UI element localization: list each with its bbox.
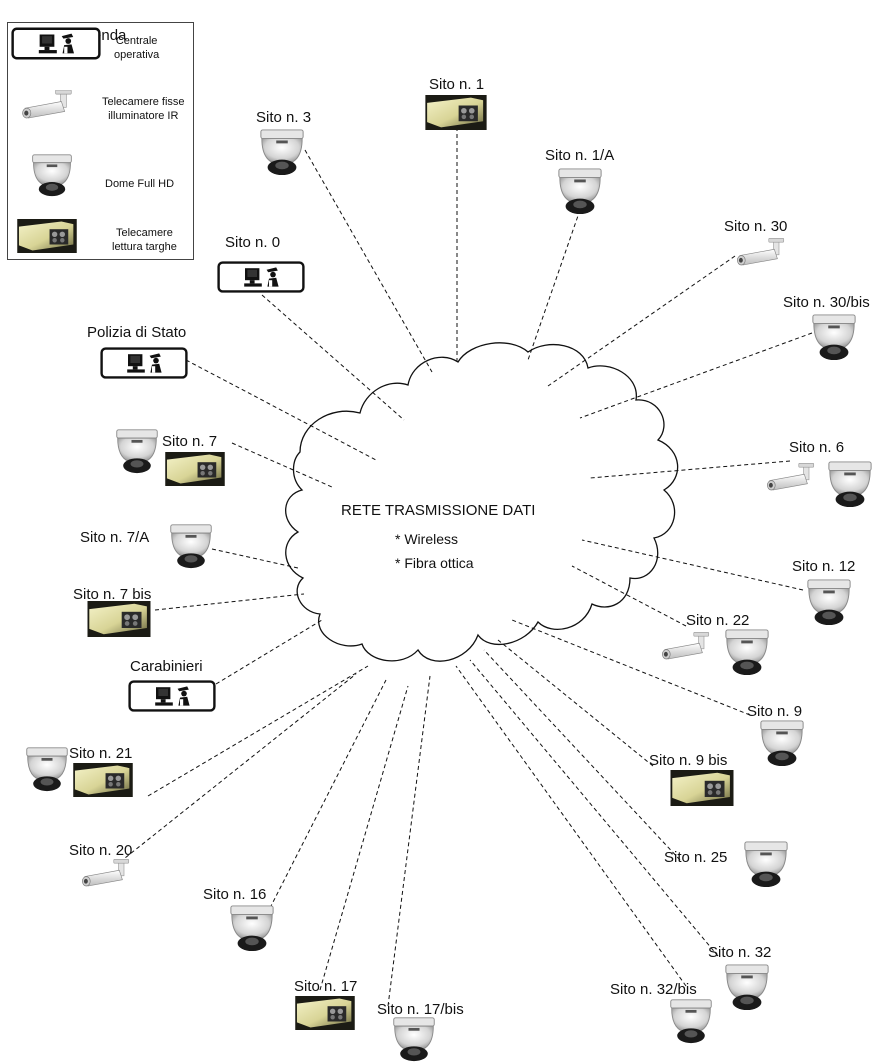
plate-reader-camera-icon — [165, 452, 225, 486]
legend-item-label: Centrale — [115, 35, 158, 47]
dome-camera-icon — [393, 1017, 435, 1062]
site-label-0: Sito n. 0 — [225, 234, 281, 251]
link-line-s30b — [579, 332, 813, 419]
site-label-6: Sito n. 6 — [789, 439, 845, 456]
dome-camera-icon — [725, 964, 769, 1011]
link-line-s17 — [319, 685, 409, 991]
site-label-20: Sito n. 20 — [69, 842, 133, 859]
link-line-s30 — [547, 255, 736, 387]
plate-reader-camera-icon — [670, 770, 734, 806]
legend-box: Legenda Centrale operativa Telecamere fi… — [7, 22, 194, 260]
link-line-s9 — [511, 619, 751, 716]
dome-camera-icon — [558, 168, 602, 215]
site-label-1a: Sito n. 1/A — [545, 147, 615, 164]
link-line-s17b — [387, 675, 431, 1007]
link-line-s1a — [527, 209, 581, 361]
link-line-s25 — [483, 649, 681, 861]
site-label-32bis: Sito n. 32/bis — [610, 981, 697, 998]
link-line-s0 — [261, 294, 405, 421]
link-line-s12 — [581, 539, 804, 591]
link-line-s32 — [469, 659, 719, 957]
link-line-s32b — [455, 665, 687, 987]
site-label-7bis: Sito n. 7 bis — [73, 586, 152, 603]
legend-item-operator: Centrale operativa — [114, 34, 159, 62]
legend-item-ir-camera: Telecamere fisse illuminatore IR — [102, 95, 185, 123]
cloud-bullet-wireless: * Wireless — [395, 531, 459, 547]
link-line-s7 — [231, 442, 333, 488]
link-line-s9b — [497, 639, 654, 767]
plate-reader-camera-icon — [295, 996, 355, 1030]
dome-camera-icon — [812, 314, 856, 361]
site-label-7a: Sito n. 7/A — [80, 529, 150, 546]
link-line-s22 — [571, 565, 687, 627]
ir-fixed-camera-icon — [736, 238, 785, 266]
dome-camera-icon — [170, 524, 212, 569]
link-line-polizia — [185, 359, 377, 461]
plate-reader-camera-icon — [87, 601, 151, 637]
site-label-30: Sito n. 30 — [724, 218, 788, 235]
site-label-32: Sito n. 32 — [708, 944, 772, 961]
cloud-title: RETE TRASMISSIONE DATI — [341, 502, 536, 519]
site-label-21: Sito n. 21 — [69, 745, 133, 762]
dome-camera-icon — [260, 129, 304, 176]
legend-item-label: illuminatore IR — [108, 110, 179, 122]
plate-reader-camera-icon — [425, 95, 487, 130]
dome-camera-icon — [26, 747, 68, 792]
ir-fixed-camera-icon — [661, 632, 710, 660]
link-line-s3 — [304, 149, 433, 373]
ir-fixed-camera-icon — [22, 90, 72, 119]
dome-camera-icon — [744, 841, 788, 888]
site-label-polizia: Polizia di Stato — [87, 324, 187, 341]
dome-camera-icon — [807, 579, 851, 626]
site-label-3: Sito n. 3 — [256, 109, 312, 126]
operator-station-icon — [128, 680, 216, 712]
link-line-s20 — [119, 673, 357, 863]
link-line-s16 — [269, 679, 387, 909]
operator-station-icon — [217, 261, 305, 293]
ir-fixed-camera-icon — [766, 463, 815, 491]
site-label-30bis: Sito n. 30/bis — [783, 294, 870, 311]
legend-item-label: Telecamere fisse — [102, 96, 185, 108]
site-label-1: Sito n. 1 — [429, 76, 485, 93]
link-line-s6 — [589, 460, 791, 479]
dome-camera-icon — [116, 429, 158, 474]
link-line-s21 — [147, 665, 369, 797]
plate-reader-camera-icon — [17, 219, 77, 253]
dome-camera-icon — [230, 905, 274, 952]
legend-item-dome: Dome Full HD — [105, 177, 174, 191]
site-label-22: Sito n. 22 — [686, 612, 750, 629]
dome-camera-icon — [32, 154, 72, 197]
site-label-9: Sito n. 9 — [747, 703, 803, 720]
link-line-s7a — [211, 548, 299, 569]
site-label-25: Sito n. 25 — [664, 849, 728, 866]
legend-item-label: Telecamere — [115, 227, 173, 239]
network-cloud — [285, 342, 679, 662]
operator-station-icon — [100, 347, 188, 379]
site-label-9bis: Sito n. 9 bis — [649, 752, 728, 769]
ir-fixed-camera-icon — [81, 859, 130, 887]
cloud-bullet-fiber: * Fibra ottica — [395, 555, 474, 571]
dome-camera-icon — [760, 720, 804, 767]
dome-camera-icon — [828, 461, 872, 508]
site-label-17bis: Sito n. 17/bis — [377, 1001, 464, 1018]
site-label-12: Sito n. 12 — [792, 558, 856, 575]
site-label-carabinieri: Carabinieri — [130, 658, 203, 675]
link-line-cc — [215, 619, 323, 685]
legend-item-plate-reader: Telecamere lettura targhe — [112, 226, 177, 254]
legend-item-label: Dome Full HD — [105, 178, 175, 190]
dome-camera-icon — [670, 999, 712, 1044]
plate-reader-camera-icon — [73, 763, 133, 797]
legend-item-label: operativa — [114, 49, 160, 61]
operator-station-icon — [11, 27, 101, 60]
site-label-16: Sito n. 16 — [203, 886, 267, 903]
site-label-7: Sito n. 7 — [162, 433, 218, 450]
dome-camera-icon — [725, 629, 769, 676]
link-line-s7b — [154, 593, 305, 611]
legend-item-label: lettura targhe — [112, 241, 177, 253]
site-label-17: Sito n. 17 — [294, 978, 358, 995]
